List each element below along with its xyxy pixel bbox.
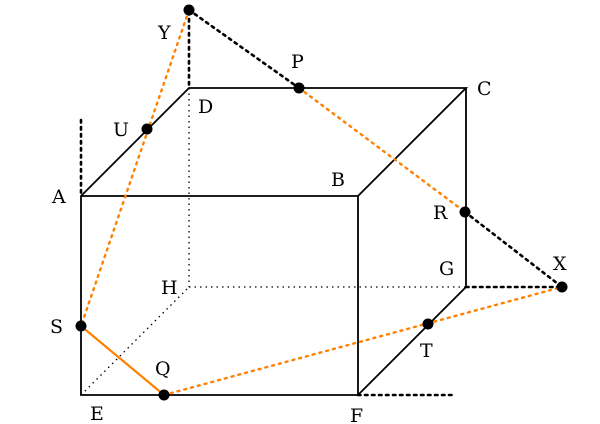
section-line-QX: [162, 285, 564, 397]
point-U: [141, 123, 153, 135]
label-F: F: [350, 405, 363, 424]
label-P: P: [291, 51, 304, 73]
point-Q: [158, 389, 170, 401]
point-X: [556, 281, 568, 293]
points: [75, 4, 568, 401]
label-G: G: [439, 258, 454, 280]
label-T: T: [420, 340, 433, 362]
label-C: C: [477, 78, 492, 100]
line-RX: [463, 210, 564, 289]
point-S: [75, 320, 87, 332]
point-R: [459, 206, 471, 218]
cube-right-edges: [357, 88, 467, 396]
label-R: R: [433, 202, 448, 224]
label-B: B: [331, 169, 345, 191]
label-A: A: [51, 186, 66, 208]
section-segment-SQ: [80, 325, 165, 396]
line-YP: [187, 8, 301, 90]
cube-visible-edges: [80, 87, 469, 396]
label-X: X: [553, 253, 567, 275]
label-Y: Y: [157, 22, 171, 44]
label-Q: Q: [155, 358, 171, 380]
label-U: U: [113, 119, 129, 141]
point-P: [293, 82, 305, 94]
section-line-YS: [79, 8, 191, 328]
edge-EH: [80, 286, 190, 396]
label-S: S: [50, 316, 63, 338]
label-H: H: [161, 277, 178, 299]
point-Y: [183, 4, 195, 16]
label-E: E: [90, 403, 104, 424]
label-D: D: [198, 96, 213, 118]
point-T: [422, 318, 434, 330]
section-line-PR: [297, 86, 467, 214]
